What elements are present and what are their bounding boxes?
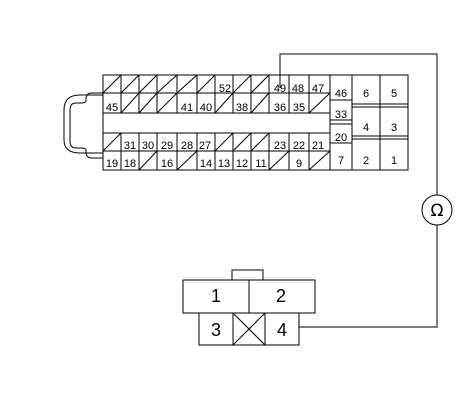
connector-a-pin-49: 49	[274, 83, 286, 95]
empty-cavity	[308, 150, 331, 171]
connector-a-pin-14: 14	[200, 158, 212, 170]
connector-a-pin-48: 48	[292, 83, 304, 95]
connector-a-pin-9: 9	[296, 158, 302, 170]
connector-b: 1 2 3 4	[182, 269, 316, 346]
connector-a-pin-21: 21	[312, 140, 324, 152]
connector-a-pin-47: 47	[312, 83, 324, 95]
empty-cavity	[138, 150, 158, 171]
empty-cavity	[214, 132, 234, 152]
empty-cavity	[102, 74, 122, 94]
connector-a-pin-12: 12	[236, 158, 248, 170]
connector-a-pin-35: 35	[293, 102, 305, 114]
connector-a-pin-23: 23	[274, 140, 286, 152]
empty-cavity	[120, 74, 140, 94]
connector-b-pin-1: 1	[211, 286, 221, 306]
connector-a-pin-16: 16	[161, 158, 173, 170]
connector-a-pin-11: 11	[255, 158, 266, 170]
connector-b-lock-tab	[231, 269, 264, 281]
empty-cavity	[250, 92, 270, 114]
connector-a-latch	[69, 92, 103, 159]
connector-a-pin-2: 2	[363, 155, 369, 167]
connector-a-pin-38: 38	[236, 102, 248, 114]
connector-a-pin-27: 27	[199, 140, 211, 152]
empty-cavity	[250, 74, 270, 94]
connector-a-pin-1: 1	[391, 155, 397, 167]
empty-cavity	[232, 74, 252, 94]
empty-cavity	[196, 74, 216, 94]
empty-cavity	[102, 132, 122, 152]
connector-a-pin-4: 4	[363, 122, 369, 134]
ohmmeter: Ω	[421, 194, 453, 226]
connector-a-pin-20: 20	[335, 132, 347, 144]
connector-a-pin-28: 28	[181, 140, 193, 152]
connector-a-pin-40: 40	[200, 102, 212, 114]
connector-a-pin-46: 46	[335, 88, 347, 100]
connector-a-pin-36: 36	[274, 102, 286, 114]
connector-a-pin-18: 18	[124, 158, 136, 170]
empty-cavity	[308, 92, 331, 114]
connector-a-pin-7: 7	[338, 155, 344, 167]
empty-cavity	[268, 150, 290, 171]
connector-a-pin-41: 41	[181, 102, 193, 114]
empty-cavity	[138, 92, 158, 114]
connector-a-pin-6: 6	[363, 88, 369, 100]
connector-a-pin-31: 31	[124, 140, 136, 152]
empty-cavity	[176, 150, 198, 171]
connector-a-pin-19: 19	[106, 158, 118, 170]
connector-b-pin-3: 3	[211, 320, 221, 340]
ohm-symbol-icon: Ω	[431, 201, 444, 221]
connector-b-pin-4: 4	[277, 320, 287, 340]
empty-cavity	[156, 92, 178, 114]
empty-cavity	[120, 92, 140, 114]
empty-cavity	[176, 74, 198, 94]
connector-a-pin-30: 30	[142, 140, 154, 152]
connector-a-pin-52: 52	[219, 83, 231, 95]
empty-cavity	[138, 74, 158, 94]
test-lead-wire	[279, 53, 438, 328]
connector-a-pin-29: 29	[161, 140, 173, 152]
connector-a-pin-22: 22	[293, 140, 305, 152]
connector-a-pin-45: 45	[106, 102, 118, 114]
empty-cavity	[232, 132, 252, 152]
connector-a-body	[102, 74, 409, 171]
connector-a-pin-5: 5	[391, 88, 397, 100]
empty-cavity	[214, 92, 234, 114]
connector-a-pin-33: 33	[335, 109, 347, 121]
empty-cavity	[250, 132, 270, 152]
connector-a-pin-13: 13	[218, 158, 230, 170]
connector-a-pin-3: 3	[391, 122, 397, 134]
ohmmeter-circle	[421, 194, 453, 226]
connector-b-pin-2: 2	[276, 286, 286, 306]
empty-cavity	[156, 74, 178, 94]
